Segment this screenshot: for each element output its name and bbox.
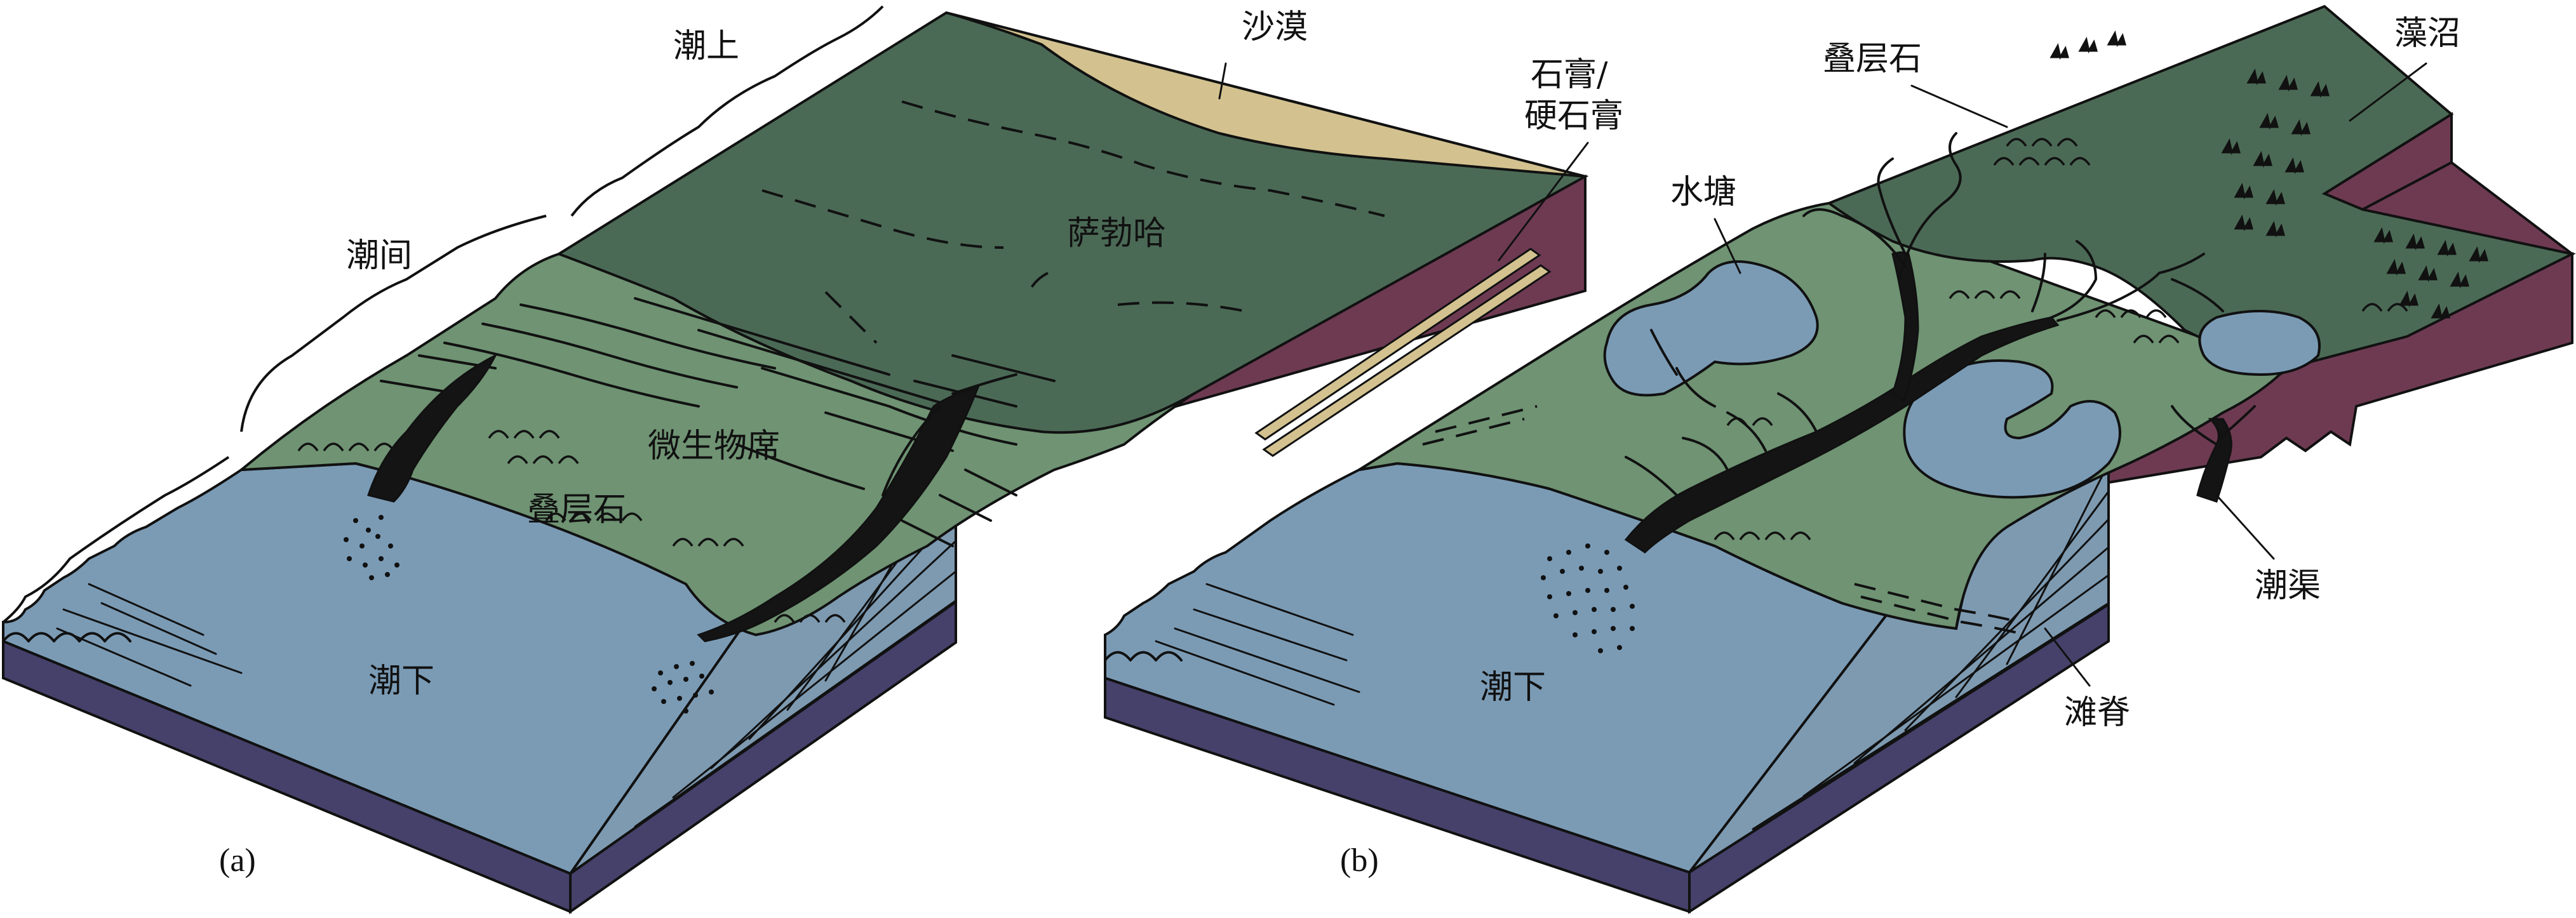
label-sabkha: 萨勃哈 [1067,215,1166,253]
sabkha-dash-1 [901,100,1385,217]
panel-a-channel-2 [697,385,980,642]
panel-a: 潮上 潮间 潮下 沙漠 石膏/ 硬石膏 萨勃哈 微生物席 叠层石 (a) [1,5,1623,914]
panel-a-dots-2 [652,661,714,714]
panel-b-side-layers [1752,462,2110,830]
caption-a: (a) [219,842,256,879]
label-desert: 沙漠 [1242,8,1308,46]
pond-3 [2198,310,2321,376]
sabkha-dash-4 [824,291,878,344]
label-gypsum: 石膏/ [1531,56,1608,94]
panel-a-stromatolite-arcs [297,430,846,623]
panel-b-small-channel-branch [2171,405,2256,446]
label-subtidal-a: 潮下 [368,662,434,700]
label-microbial-mat: 微生物席 [648,427,780,465]
supratidal-brace [570,5,884,217]
pond-2 [1903,359,2121,499]
sabkha-dash-3 [1117,301,1245,312]
panel-b-small-channel [2196,418,2232,503]
label-supratidal: 潮上 [673,27,739,65]
label-pond: 水塘 [1670,173,1736,211]
beach-ridge-leader [2044,627,2091,687]
algal-marsh-leader [2349,62,2427,122]
panel-b-channel-branches [1625,132,2224,496]
label-subtidal-b: 潮下 [1480,669,1546,707]
pond-1 [1603,260,1819,397]
panel-a-dots-1 [344,515,399,580]
panel-a-channel-2-branch [882,373,1017,496]
caption-b: (b) [1340,842,1379,879]
panel-a-channel-1 [367,353,498,503]
algal-marsh-tufts [2049,30,2488,321]
panel-b: 叠层石 藻沼 水塘 潮下 潮渠 滩脊 (b) [1104,4,2576,914]
wave-brace [2,456,230,623]
label-stromatolite-b: 叠层石 [1823,40,1922,78]
panel-b-trunk [1891,251,1919,402]
label-tidal-channel: 潮渠 [2255,567,2321,605]
gypsum-leader [1498,142,1589,262]
label-anhydrite: 硬石膏 [1524,97,1623,135]
panel-b-dots [1541,543,1635,653]
panel-a-subtidal-lines [56,583,243,687]
desert-leader [1218,62,1227,100]
label-algal-marsh: 藻沼 [2394,15,2460,53]
sabkha-dash-5 [1028,272,1049,293]
panel-b-stromatolite-arcs [1714,138,2408,541]
panel-b-wave-edge [1104,651,1183,662]
panel-a-desert [946,11,1586,178]
panel-b-main-channel [1624,316,2060,554]
sabkha-dash-2 [761,189,1004,249]
tidal-channel-leader [2215,494,2275,560]
microbial-mat-lines [380,297,1056,547]
beach-ridge-lines [1422,405,2027,636]
label-stromatolite-a: 叠层石 [527,491,626,529]
label-intertidal: 潮间 [346,237,412,275]
gypsum-bands [1254,248,1552,457]
panel-b-subtidal-lines [1155,583,1360,706]
pond-leader [1714,218,1741,274]
stromatolite-b-leader [1910,84,2008,128]
label-beach-ridge: 滩脊 [2064,694,2130,732]
intertidal-brace [240,215,547,432]
